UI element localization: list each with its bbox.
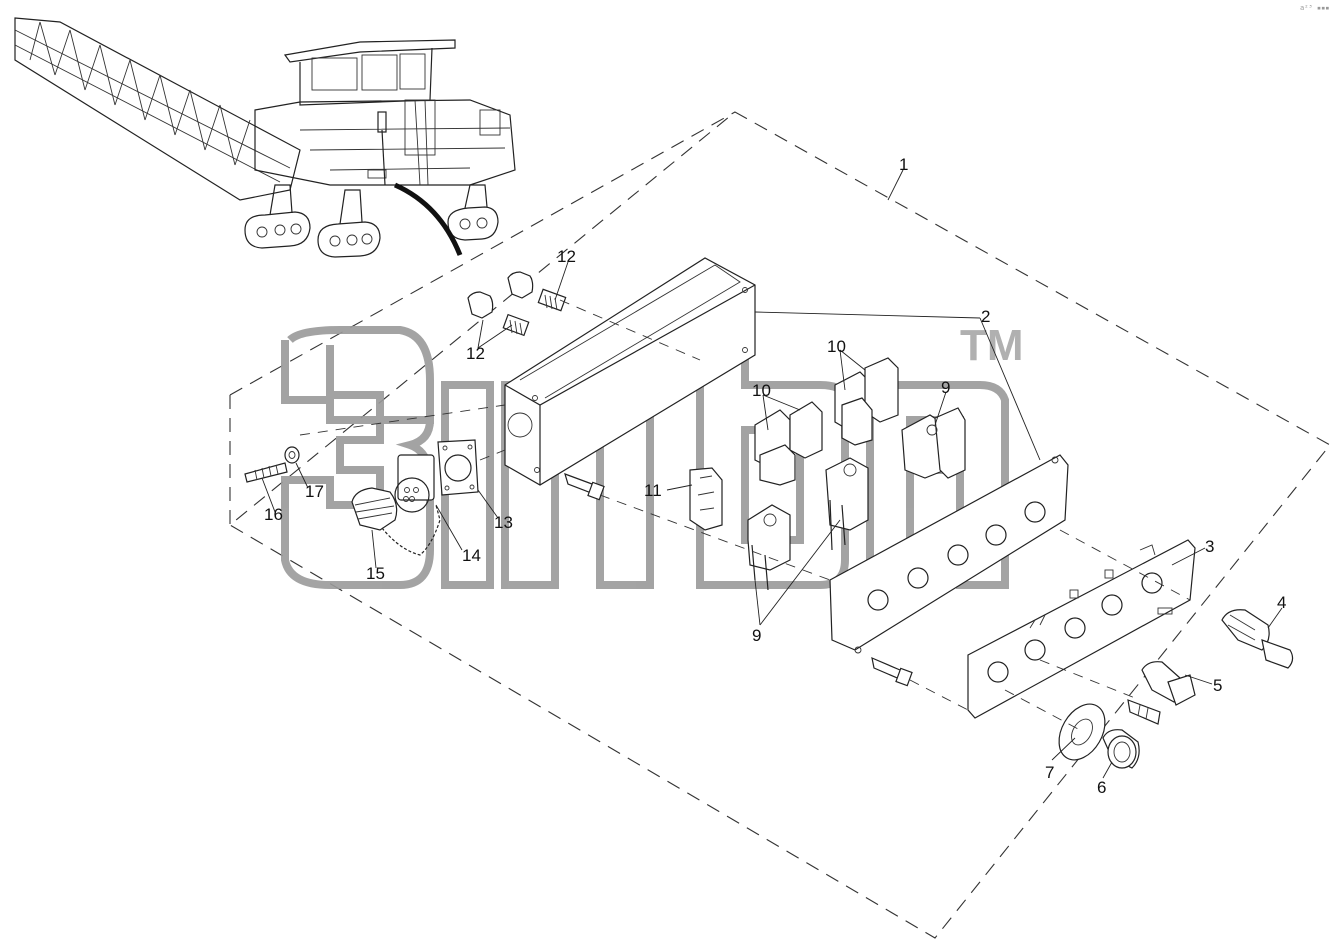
callout-4: 4 xyxy=(1277,593,1286,612)
contact-blocks xyxy=(689,357,966,591)
part-6-push-button xyxy=(1102,729,1140,769)
part-5-selector-switch xyxy=(1127,661,1196,725)
callout-17: 17 xyxy=(305,482,324,501)
callout-6: 6 xyxy=(1097,778,1106,797)
assembly-boundary xyxy=(229,111,1331,939)
callout-2: 2 xyxy=(981,307,990,326)
callout-15: 15 xyxy=(366,564,385,583)
part-2-enclosure-box xyxy=(504,257,756,486)
callout-13: 13 xyxy=(494,513,513,532)
callout-9-lower: 9 xyxy=(752,626,761,645)
alignment-lines xyxy=(299,299,1191,731)
callout-12-lower: 12 xyxy=(466,344,485,363)
milling-machine-illustration xyxy=(14,17,516,258)
callout-14: 14 xyxy=(462,546,481,565)
part-4-key-switch xyxy=(1221,609,1294,669)
callout-11: 11 xyxy=(644,481,662,500)
part-7-ring xyxy=(1058,703,1106,761)
callout-9-upper: 9 xyxy=(941,378,950,397)
mounting-screws xyxy=(564,473,913,687)
callout-labels: 1 2 3 4 5 6 7 9 9 10 10 11 12 12 13 14 1… xyxy=(264,155,1286,797)
callout-12-upper: 12 xyxy=(557,247,576,266)
track-front-right xyxy=(317,189,381,258)
callout-16: 16 xyxy=(264,505,283,524)
callout-10-right: 10 xyxy=(827,337,846,356)
callout-1: 1 xyxy=(899,155,908,174)
callout-7: 7 xyxy=(1045,763,1054,782)
track-front-left xyxy=(244,184,311,249)
socket-assembly xyxy=(244,439,479,556)
part-3-front-plate xyxy=(829,454,1069,654)
part-12-connectors xyxy=(467,271,567,337)
corner-mark: a²³ ▪▪▪ xyxy=(1300,4,1330,12)
callout-5: 5 xyxy=(1213,676,1222,695)
callout-3: 3 xyxy=(1205,537,1214,556)
leader-lines xyxy=(261,169,1283,779)
track-rear xyxy=(447,184,499,241)
callout-10-left: 10 xyxy=(752,381,771,400)
